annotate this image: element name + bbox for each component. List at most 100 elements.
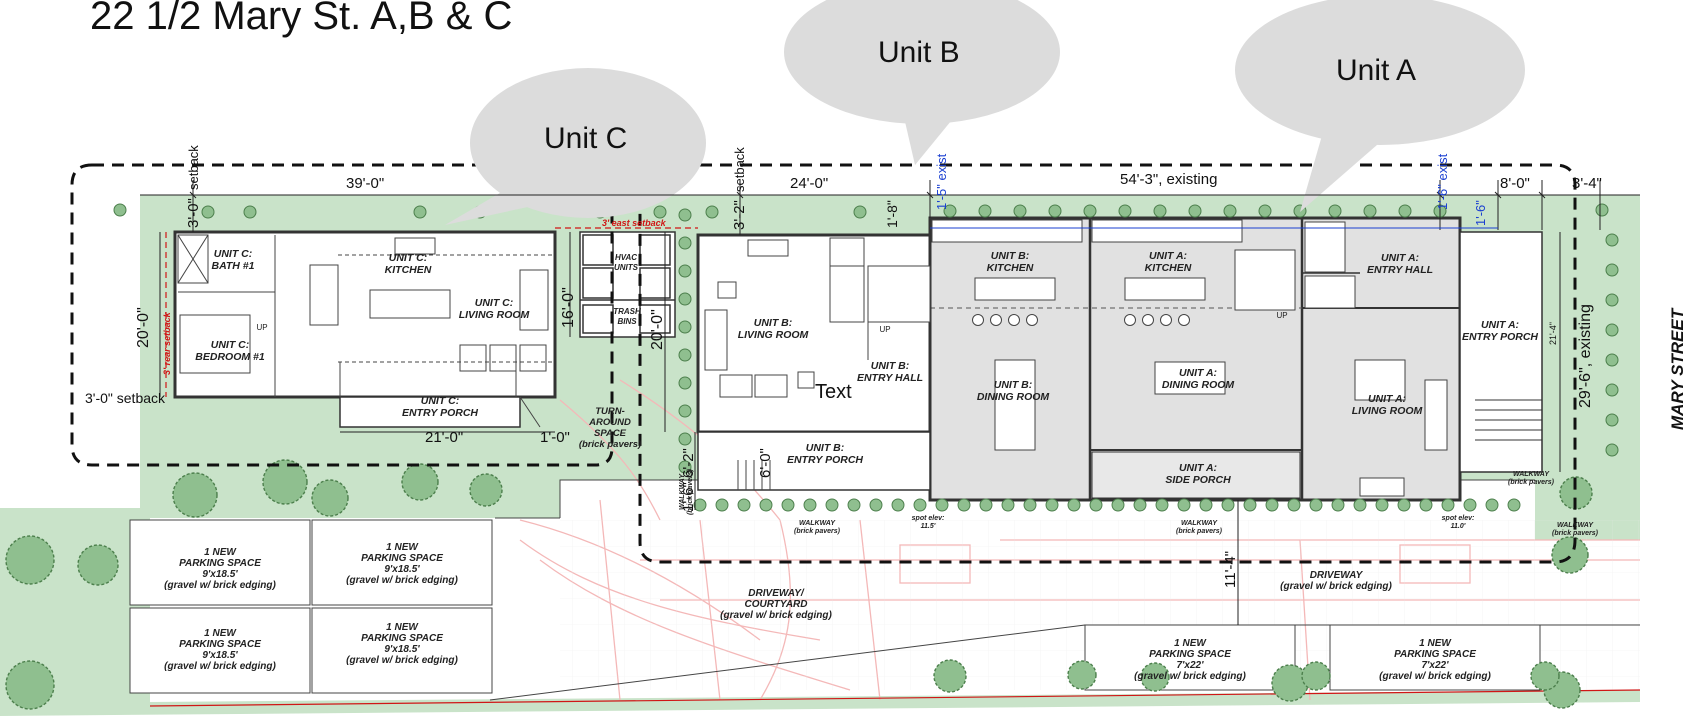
room-label-unit-a-dining: UNIT A:DINING ROOM [1162,367,1235,391]
dim-1-6-v: 1'-6" [680,482,697,512]
bubble-unit-b [784,0,1060,124]
shrub [759,498,773,512]
shrub [1133,498,1147,512]
shrub [1441,498,1455,512]
parking-space-1 [129,519,311,606]
shrub [1328,204,1342,218]
shrub [1111,498,1125,512]
spot-elev-label-1-line: spot elev: [912,515,945,522]
shrub [1595,203,1609,217]
tree [1559,476,1593,510]
room-label-unit-a-kitchen-line: UNIT A: [1149,250,1187,262]
room-label-unit-a-entry-hall: UNIT A:ENTRY HALL [1367,252,1433,276]
parking-label-6-line: (gravel w/ brick edging) [1379,671,1491,682]
room-label-unit-b-entry-hall-line: UNIT B: [871,360,910,372]
dim-3-2: 3'-2" [731,200,748,230]
room-label-unit-b-entry-hall-line: ENTRY HALL [857,372,923,384]
parking-label-5-line: 7'x22' [1176,660,1204,671]
dim-3-0-setback-left: 3'-0" setback [85,390,166,406]
tree [77,544,119,586]
shrub [943,204,957,218]
tree [262,459,308,505]
dim-3-4: 3'-4" [1572,175,1602,192]
shrub [1155,498,1169,512]
room-label-unit-a-dining-line: DINING ROOM [1162,379,1235,391]
shrub [847,498,861,512]
room-label-unit-c-entry-porch-line: ENTRY PORCH [402,407,478,419]
setback-top-b: setback [732,147,747,192]
shrub [678,348,692,362]
shrub [1089,498,1103,512]
room-label-unit-b-dining-line: DINING ROOM [977,391,1050,403]
shrub [705,205,719,219]
room-label-unit-c-bedroom: UNIT C:BEDROOM #1 [195,339,265,363]
room-label-unit-c-kitchen-line: KITCHEN [385,264,432,276]
room-label-unit-c-entry-porch: UNIT C:ENTRY PORCH [402,395,478,419]
shrub [693,498,707,512]
page-title: 22 1/2 Mary St. A,B & C [90,0,513,38]
text-placeholder: Text [815,381,852,403]
property-line-bottom [149,689,1641,707]
walkway-label-4-line: (brick pavers) [1552,530,1599,537]
walkway-label-2-line: (brick pavers) [1176,528,1223,535]
room-label-unit-c-living: UNIT C:LIVING ROOM [459,297,530,321]
east-setback-label: 3' east setback [602,218,667,228]
driveway-main-label: DRIVEWAY(gravel w/ brick edging) [1280,570,1392,592]
driveway-courtyard-label-line: DRIVEWAY/ [748,588,805,599]
existing-house [928,216,1543,502]
room-label-unit-a-side-porch-line: SIDE PORCH [1165,474,1231,486]
shrub [243,205,257,219]
dim-1-6-small: 1'-6" [1473,200,1488,226]
shrub [1265,498,1279,512]
shrub [1419,498,1433,512]
dimension-labels: 39'-0" 24'-0" 54'-3", existing 8'-0" 3'-… [85,145,1602,588]
dim-29-6: 29'-6", existing [1577,304,1594,408]
shrub [737,498,751,512]
room-label-trash-line: TRASH [613,307,641,316]
shrub [1083,204,1097,218]
room-label-unit-b-entry-porch-line: ENTRY PORCH [787,454,863,466]
shrub [1605,263,1619,277]
shrub [1463,498,1477,512]
parking-label-3-line: PARKING SPACE [179,639,261,650]
room-label-unit-b-dining: UNIT B:DINING ROOM [977,379,1050,403]
shrub [1221,498,1235,512]
dim-1-6-exist: 1'-6" exist [1435,153,1450,210]
parking-label-2-line: 1 NEW [386,542,419,553]
dim-24: 24'-0" [790,175,828,192]
shrub [1001,498,1015,512]
parking-label-5-line: PARKING SPACE [1149,649,1231,660]
spot-elev-label-2: spot elev:11.0' [1442,515,1475,530]
speech-bubbles [445,0,1525,225]
dim-1-0: 1'-0" [540,429,570,446]
trees-and-shrubs [5,203,1619,710]
driveway-courtyard-label: DRIVEWAY/COURTYARD(gravel w/ brick edgin… [720,588,832,621]
room-label-unit-b-entry-porch-line: UNIT B: [806,442,845,454]
walkway-label-4-line: WALKWAY [1557,522,1594,529]
dim-8: 8'-0" [1500,175,1530,192]
tree [1271,664,1309,702]
bubble-label-unit-a: Unit A [1336,54,1417,87]
parking-label-4-line: 9'x18.5' [384,644,420,655]
room-label-unit-a-entry-porch-line: UNIT A: [1481,319,1519,331]
shrub [1353,498,1367,512]
shrub [1199,498,1213,512]
shrub [1188,204,1202,218]
driveway-main-label-line: (gravel w/ brick edging) [1280,581,1392,592]
shrub [678,236,692,250]
room-label-unit-a-living: UNIT A:LIVING ROOM [1352,393,1423,417]
bubble-label-unit-c: Unit C [544,122,628,155]
room-label-unit-c-bath-line: BATH #1 [212,260,255,272]
shrub [1243,498,1257,512]
room-label-unit-a-entry-porch-line: ENTRY PORCH [1462,331,1538,343]
dim-1-5-exist: 1'-5" exist [934,153,949,210]
dim-6-2: 6'-2" [680,448,697,478]
room-label-unit-b-kitchen-line: KITCHEN [987,262,1034,274]
shrub [1067,498,1081,512]
room-label-unit-b-living-line: UNIT B: [754,317,793,329]
shrub [678,404,692,418]
parking-areas [129,519,1541,694]
